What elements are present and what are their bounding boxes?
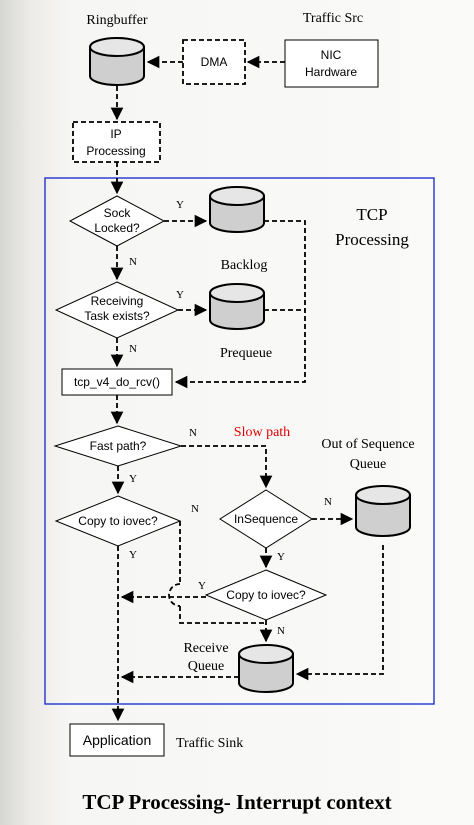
sock-yes-label: Y [176, 199, 184, 211]
tcp-v4-do-rcv-box [61, 368, 173, 396]
receive-queue-label-line2: Queue [188, 659, 225, 674]
task-yes-label: Y [176, 289, 184, 301]
copy-to-iovec-2-label: Copy to iovec? [226, 588, 306, 602]
copy2-no-label: N [277, 625, 285, 637]
slow-path-label: Slow path [234, 425, 290, 440]
backlog-cylinder [209, 186, 265, 233]
prequeue-label: Prequeue [220, 346, 272, 361]
nic-hardware-box [284, 39, 379, 88]
tcp-processing-label-line2: Processing [335, 230, 409, 249]
dma-box [182, 39, 246, 85]
out-of-sequence-label-line2: Queue [350, 457, 387, 472]
nic-label-line2: Hardware [305, 65, 357, 79]
receive-queue-cylinder [238, 644, 294, 693]
connectors [110, 55, 384, 722]
copy1-no-label: N [191, 503, 199, 515]
fast-yes-label: Y [129, 473, 137, 485]
inseq-no-label: N [324, 496, 332, 508]
nic-label-line1: NIC [321, 48, 342, 62]
receive-queue-label-line1: Receive [183, 641, 228, 656]
task-no-label: N [129, 343, 137, 355]
sock-no-label: N [129, 256, 137, 268]
fast-path-label: Fast path? [90, 439, 147, 453]
application-label: Application [83, 732, 152, 748]
receiving-task-label-line2: Task exists? [84, 309, 150, 323]
sock-locked-label-line2: Locked? [94, 221, 140, 235]
out-of-sequence-cylinder [355, 485, 411, 537]
ip-processing-label-line1: IP [110, 127, 121, 141]
fast-no-label: N [189, 427, 197, 439]
dma-label: DMA [201, 55, 228, 69]
backlog-label: Backlog [221, 258, 268, 273]
ringbuffer-label: Ringbuffer [86, 13, 148, 28]
ip-processing-label-line2: Processing [86, 144, 145, 158]
tcp-processing-label-line1: TCP [356, 205, 387, 224]
traffic-sink-label: Traffic Sink [176, 736, 243, 751]
page-title: TCP Processing- Interrupt context [82, 790, 392, 814]
traffic-src-label: Traffic Src [303, 11, 363, 26]
receiving-task-label-line1: Receiving [91, 294, 144, 308]
out-of-sequence-label-line1: Out of Sequence [321, 437, 414, 452]
copy1-yes-label: Y [129, 549, 137, 561]
prequeue-cylinder [209, 283, 265, 330]
tcp-processing-frame [44, 177, 435, 705]
copy-to-iovec-1-label: Copy to iovec? [78, 514, 158, 528]
tcp-v4-do-rcv-label: tcp_v4_do_rcv() [74, 375, 160, 389]
in-sequence-label: InSequence [234, 512, 298, 526]
application-box [69, 723, 165, 757]
sock-locked-label-line1: Sock [104, 206, 132, 220]
inseq-yes-label: Y [277, 551, 285, 563]
copy2-yes-label: Y [198, 580, 206, 592]
ringbuffer-cylinder [89, 37, 145, 86]
